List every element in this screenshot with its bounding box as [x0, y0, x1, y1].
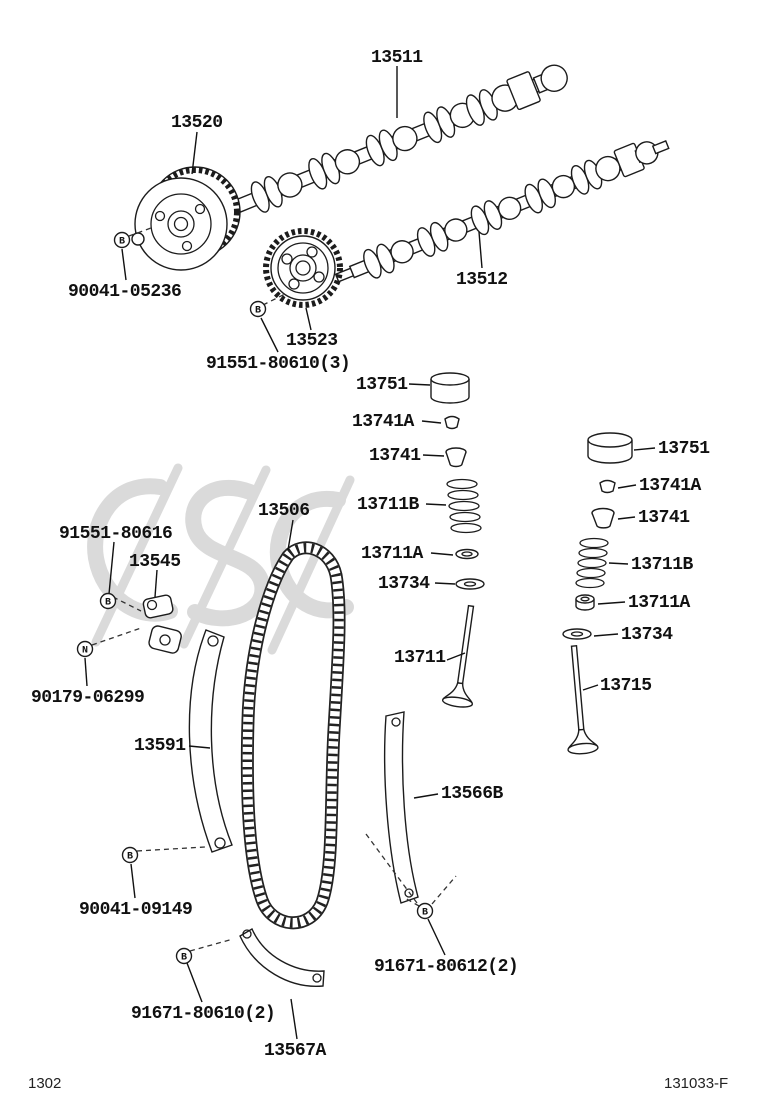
valve-keeper-13741a-left-drawing [444, 415, 460, 430]
part-label-13511[interactable]: 13511 [371, 48, 423, 68]
part-label-13751-right[interactable]: 13751 [658, 439, 710, 459]
part-label-13741a-left[interactable]: 13741A [352, 412, 414, 432]
dashed-lines [91, 227, 457, 952]
spring-seat-13711a-left-drawing [455, 548, 479, 560]
fastener-symbols: B B B N B B B [76, 231, 434, 965]
camshaft-13512-drawing [334, 140, 670, 283]
figure-code: 131033-F [664, 1075, 729, 1092]
camshaft-sprocket-13523-drawing [263, 228, 343, 308]
valve-13715-drawing [567, 645, 599, 755]
part-label-13523[interactable]: 13523 [286, 331, 338, 351]
part-label-13591[interactable]: 13591 [134, 736, 186, 756]
part-label-13545[interactable]: 13545 [129, 552, 181, 572]
part-label-13741a-right[interactable]: 13741A [639, 476, 701, 496]
part-label-13711b-left[interactable]: 13711B [357, 495, 419, 515]
part-label-13734-right[interactable]: 13734 [621, 625, 673, 645]
part-label-13520[interactable]: 13520 [171, 113, 223, 133]
part-label-13711a-left[interactable]: 13711A [361, 544, 423, 564]
bolt-symbol-icon: B [119, 237, 125, 248]
spring-seat-13711a-right-drawing [575, 594, 595, 611]
bolt-symbol-icon: B [422, 908, 428, 919]
camshaft-13511-drawing [218, 64, 568, 218]
part-label-90041-05236[interactable]: 90041-05236 [68, 282, 182, 302]
part-label-91551-80616[interactable]: 91551-80616 [59, 524, 173, 544]
spring-retainer-13741-right-drawing [591, 507, 615, 529]
part-label-13506[interactable]: 13506 [258, 501, 310, 521]
part-label-91671-80610[interactable]: 91671-80610(2) [131, 1004, 276, 1024]
part-label-91671-80612[interactable]: 91671-80612(2) [374, 957, 519, 977]
washer-13734-left-drawing [455, 578, 485, 590]
leader-lines [84, 66, 656, 1040]
part-label-13566b[interactable]: 13566B [441, 784, 503, 804]
timing-chain-13506-drawing [240, 541, 346, 930]
part-label-91551-80610[interactable]: 91551-80610(3) [206, 354, 351, 374]
valve-13711-drawing [441, 604, 475, 708]
valve-lifter-13751-right-drawing [587, 432, 633, 464]
part-label-90041-09149[interactable]: 90041-09149 [79, 900, 193, 920]
valve-spring-13711b-right-drawing [575, 537, 609, 589]
valve-lifter-13751-left-drawing [430, 372, 470, 404]
part-label-13711b-right[interactable]: 13711B [631, 555, 693, 575]
bolt-symbol-icon: B [181, 953, 187, 964]
page-code: 1302 [28, 1075, 62, 1092]
chain-tensioner-arm-13591-drawing [188, 629, 233, 853]
part-label-13741-right[interactable]: 13741 [638, 508, 690, 528]
valve-keeper-13741a-right-drawing [599, 479, 616, 494]
bolt-symbol-icon: B [255, 306, 261, 317]
part-label-13741-left[interactable]: 13741 [369, 446, 421, 466]
part-label-13711[interactable]: 13711 [394, 648, 446, 668]
part-label-13567a[interactable]: 13567A [264, 1041, 326, 1061]
valve-spring-13711b-left-drawing [446, 478, 482, 534]
part-label-13751-left[interactable]: 13751 [356, 375, 408, 395]
chain-guide-13566b-drawing [383, 711, 419, 904]
spring-retainer-13741-left-drawing [445, 447, 467, 468]
nut-symbol-icon: N [82, 646, 88, 657]
washer-13734-right-drawing [562, 628, 592, 640]
part-label-13711a-right[interactable]: 13711A [628, 593, 690, 613]
bolt-symbol-icon: B [127, 852, 133, 863]
chain-guide-13567a-drawing [239, 928, 325, 987]
part-label-13734-left[interactable]: 13734 [378, 574, 430, 594]
tensioner-bracket-13545-drawing [142, 594, 182, 654]
camshaft-timing-gear-13520-drawing [131, 166, 241, 271]
part-label-13715[interactable]: 13715 [600, 676, 652, 696]
bolt-symbol-icon: B [105, 598, 111, 609]
part-label-90179-06299[interactable]: 90179-06299 [31, 688, 145, 708]
part-label-13512[interactable]: 13512 [456, 270, 508, 290]
